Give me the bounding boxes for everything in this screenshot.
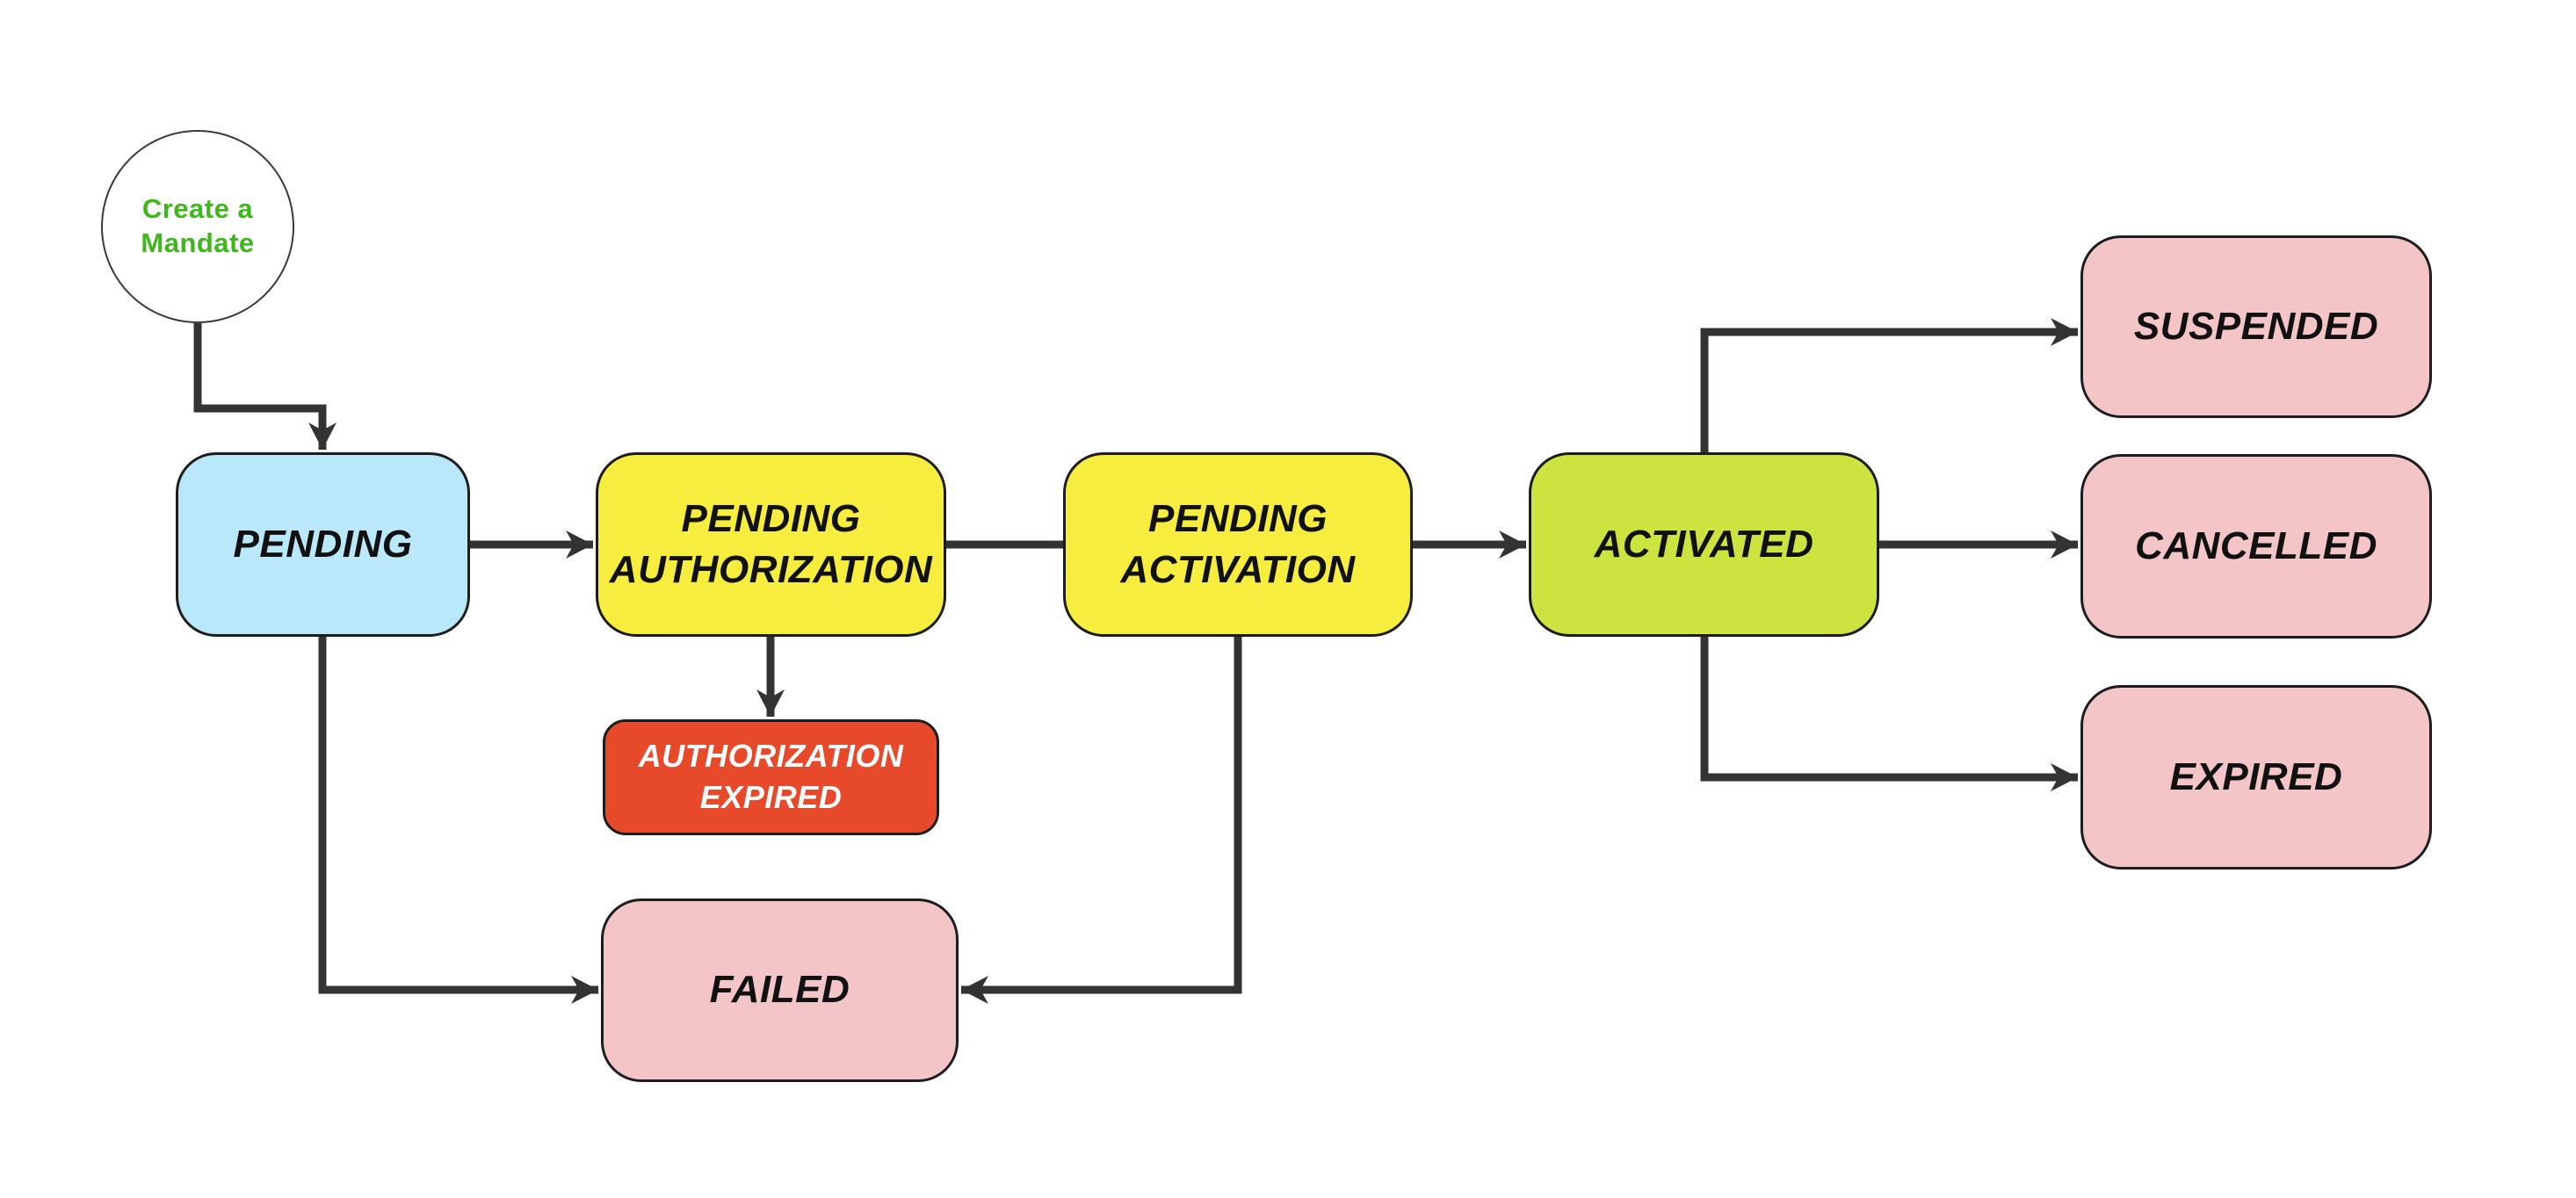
edge-start-to-pending: [193, 323, 336, 450]
edge-pending-to-failed: [318, 637, 598, 1004]
state-node-failed: FAILED: [601, 898, 959, 1082]
state-node-label: PENDING: [233, 522, 413, 566]
edge-activated-to-expired: [1700, 637, 2078, 791]
state-node-label: FAILED: [709, 968, 850, 1012]
state-node-label: PENDING ACTIVATION: [1120, 496, 1356, 591]
state-node-pending-authorization: PENDING AUTHORIZATION: [596, 452, 946, 637]
state-node-authorization-expired: AUTHORIZATION EXPIRED: [603, 719, 939, 835]
state-node-label: ACTIVATED: [1594, 522, 1814, 566]
state-node-cancelled: CANCELLED: [2080, 454, 2432, 639]
start-node-label: Create a Mandate: [141, 193, 255, 258]
edge-pending-activation-to-failed: [961, 637, 1242, 1004]
state-node-pending-activation: PENDING ACTIVATION: [1063, 452, 1413, 637]
state-node-label: PENDING AUTHORIZATION: [609, 496, 933, 591]
state-node-label: EXPIRED: [2169, 754, 2343, 798]
state-node-label: SUSPENDED: [2133, 304, 2379, 348]
state-node-expired: EXPIRED: [2080, 685, 2432, 870]
state-node-label: CANCELLED: [2135, 523, 2377, 567]
state-node-activated: ACTIVATED: [1529, 452, 1879, 637]
state-node-suspended: SUSPENDED: [2080, 235, 2432, 418]
edge-activated-to-suspended: [1700, 318, 2078, 452]
state-node-pending: PENDING: [176, 452, 470, 637]
state-node-label: AUTHORIZATION EXPIRED: [638, 738, 904, 815]
start-node-create-a-mandate: Create a Mandate: [101, 130, 294, 323]
